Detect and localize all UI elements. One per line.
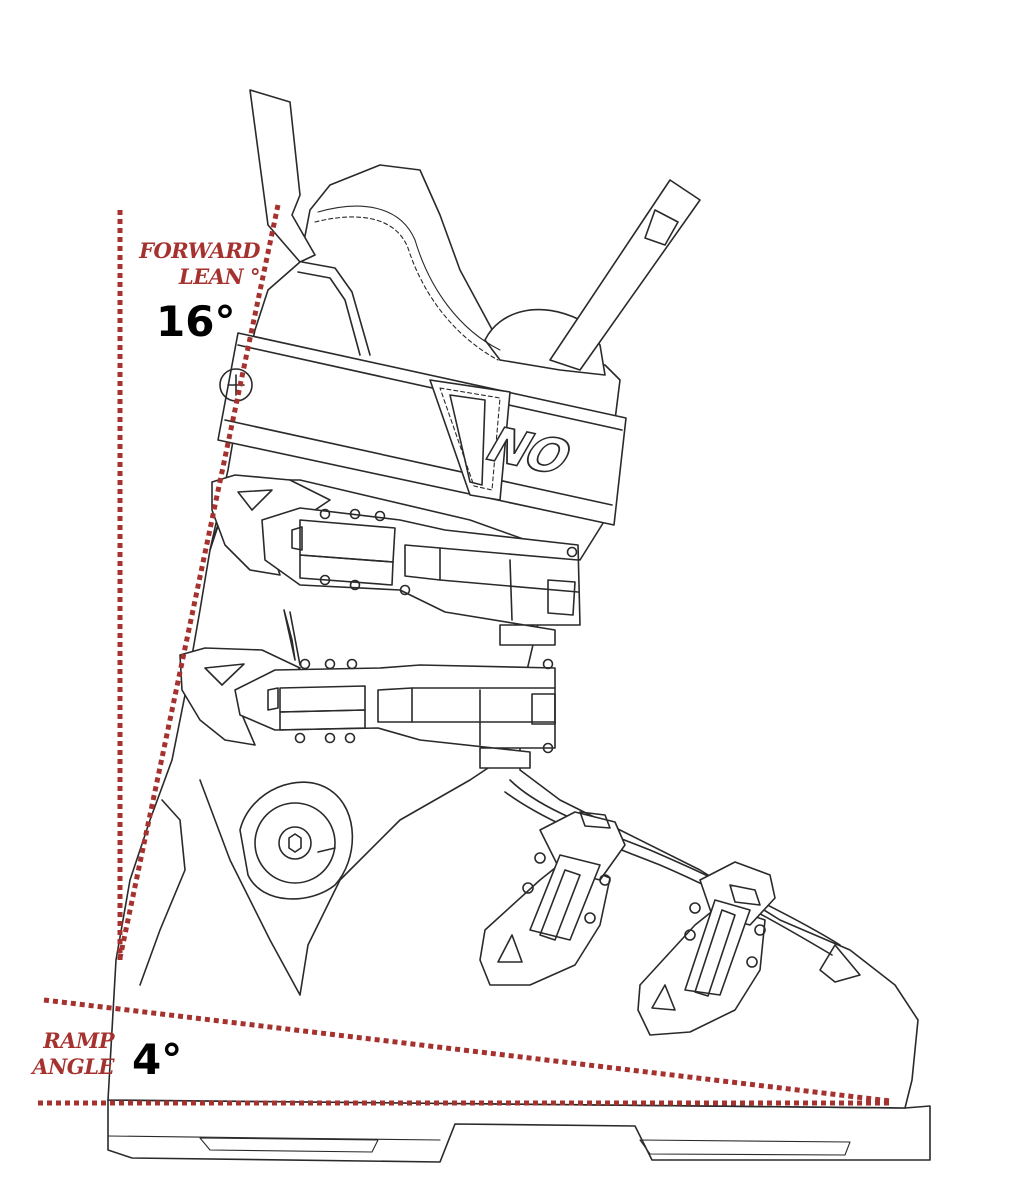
boot-sole xyxy=(107,1099,931,1163)
forward-lean-label-line2: LEAN ° xyxy=(178,264,261,289)
ramp-angle-value: 4° xyxy=(132,1035,183,1084)
forward-lean-line xyxy=(117,204,281,959)
forward-lean-label: FORWARD LEAN ° xyxy=(128,238,260,290)
logo-panel-inner xyxy=(449,394,486,486)
ankle-flare xyxy=(199,759,501,996)
toe-buckle-2 xyxy=(637,861,776,1036)
instep-line xyxy=(509,779,841,946)
sole-tread-heel xyxy=(199,1137,379,1153)
sole-tread-toe xyxy=(639,1139,851,1156)
pivot-hex-icon xyxy=(288,833,302,853)
liner-collar xyxy=(317,205,501,351)
cuff-seam-2 xyxy=(301,261,371,356)
power-strap-edge xyxy=(237,344,623,431)
lower-cuff-buckle xyxy=(179,647,556,769)
shell-spike-edge xyxy=(289,611,301,666)
instep-line-2 xyxy=(504,791,833,956)
logo-panel xyxy=(429,379,511,501)
upper-buckle xyxy=(211,474,581,646)
toe-buckle-1 xyxy=(479,811,626,986)
toe-tip xyxy=(819,944,861,983)
pivot-tick xyxy=(317,847,336,853)
strap-slot xyxy=(644,209,679,246)
heel-counter xyxy=(139,799,186,986)
shell-spike xyxy=(283,609,296,661)
liner-stitching xyxy=(314,216,499,361)
power-strap-edge-2 xyxy=(224,419,613,506)
cuff-seam xyxy=(297,271,361,356)
ramp-angle-label-line1: RAMP xyxy=(43,1028,114,1053)
forward-lean-label-line1: FORWARD xyxy=(139,238,260,263)
forward-lean-value: 16° xyxy=(156,297,236,346)
power-strap-tab xyxy=(549,179,701,371)
ramp-angle-label-line2: ANGLE xyxy=(32,1054,114,1079)
pivot-plate xyxy=(239,781,354,900)
ramp-angle-line xyxy=(43,997,891,1104)
spine-tab xyxy=(249,89,316,263)
pivot-bolt xyxy=(278,826,312,860)
sole-edge-line xyxy=(107,1135,441,1141)
pivot-outer-ring xyxy=(254,802,336,884)
ramp-angle-label: RAMP ANGLE xyxy=(20,1028,114,1080)
